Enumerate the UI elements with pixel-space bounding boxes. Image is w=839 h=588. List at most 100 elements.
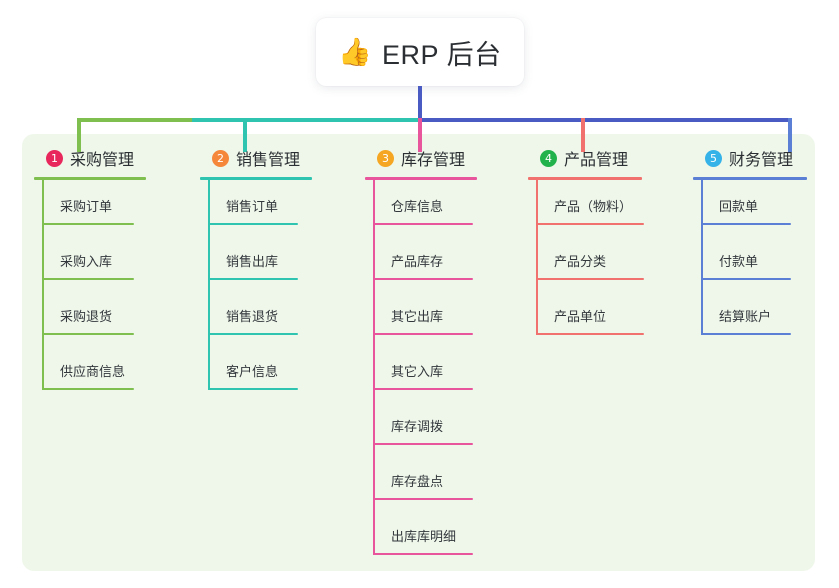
branch-item[interactable]: 客户信息 — [200, 345, 312, 400]
branch-body-1: 采购订单采购入库采购退货供应商信息 — [34, 180, 146, 400]
branch-item[interactable]: 回款单 — [693, 180, 807, 235]
branch-title-4: 产品管理 — [564, 152, 629, 169]
branch-item-rule — [42, 223, 134, 225]
branch-item-rule — [208, 223, 298, 225]
branch-item[interactable]: 采购退货 — [34, 290, 146, 345]
branch-item-rule — [536, 223, 644, 225]
branch-item-label: 采购退货 — [60, 309, 113, 324]
branch-spine-4 — [536, 180, 538, 335]
branch-item-label: 其它入库 — [391, 364, 444, 379]
branch-item[interactable]: 其它出库 — [365, 290, 477, 345]
branch-item[interactable]: 库存盘点 — [365, 455, 477, 510]
branch-header-1[interactable]: 1 采购管理 — [34, 145, 146, 171]
branch-head-rule-4 — [528, 177, 642, 180]
branch-item-rule — [42, 278, 134, 280]
branch-item-rule — [536, 333, 644, 335]
branch-item[interactable]: 采购订单 — [34, 180, 146, 235]
branch-column-3: 3 库存管理仓库信息产品库存其它出库其它入库库存调拨库存盘点出库库明细 — [365, 145, 477, 565]
branch-badge-icon-1: 1 — [46, 149, 63, 167]
branch-item[interactable]: 产品库存 — [365, 235, 477, 290]
branch-badge-icon-3: 3 — [377, 149, 394, 167]
branch-spine-3 — [373, 180, 375, 555]
branch-item[interactable]: 产品分类 — [528, 235, 644, 290]
branch-item-rule — [373, 223, 473, 225]
branch-item-label: 销售退货 — [226, 309, 279, 324]
branch-item-label: 采购订单 — [60, 199, 113, 214]
branch-item-label: 出库库明细 — [391, 529, 457, 544]
branch-item-rule — [373, 333, 473, 335]
branch-item-label: 产品（物料） — [554, 199, 633, 214]
branch-item[interactable]: 库存调拨 — [365, 400, 477, 455]
branch-item-rule — [373, 388, 473, 390]
branch-item[interactable]: 供应商信息 — [34, 345, 146, 400]
branch-column-2: 2 销售管理销售订单销售出库销售退货客户信息 — [200, 145, 312, 400]
branch-item-label: 供应商信息 — [60, 364, 126, 379]
branch-item-rule — [42, 333, 134, 335]
branch-head-rule-5 — [693, 177, 807, 180]
branch-item-rule — [42, 388, 134, 390]
branch-item[interactable]: 出库库明细 — [365, 510, 477, 565]
branch-item-label: 客户信息 — [226, 364, 279, 379]
branch-badge-icon-4: 4 — [540, 149, 557, 167]
branch-item-rule — [208, 278, 298, 280]
root-node[interactable]: 👍 ERP 后台 — [316, 18, 524, 86]
branch-item-label: 采购入库 — [60, 254, 113, 269]
branch-body-4: 产品（物料） 产品分类产品单位 — [528, 180, 644, 345]
branch-item-label: 销售出库 — [226, 254, 279, 269]
branch-spine-5 — [701, 180, 703, 335]
branch-badge-icon-5: 5 — [705, 149, 722, 167]
branch-item-rule — [373, 553, 473, 555]
branch-item-label: 产品分类 — [554, 254, 607, 269]
branch-item[interactable]: 产品（物料） — [528, 180, 644, 235]
branch-head-rule-1 — [34, 177, 146, 180]
branch-item-label: 库存盘点 — [391, 474, 444, 489]
branch-body-5: 回款单付款单结算账户 — [693, 180, 807, 345]
branch-item[interactable]: 销售出库 — [200, 235, 312, 290]
branch-item-label: 仓库信息 — [391, 199, 444, 214]
branch-badge-icon-2: 2 — [212, 149, 229, 167]
branch-item[interactable]: 付款单 — [693, 235, 807, 290]
branch-item[interactable]: 仓库信息 — [365, 180, 477, 235]
branch-item[interactable]: 采购入库 — [34, 235, 146, 290]
branch-item-label: 付款单 — [719, 254, 759, 269]
branch-head-rule-3 — [365, 177, 477, 180]
branch-header-3[interactable]: 3 库存管理 — [365, 145, 477, 171]
branch-item-rule — [701, 333, 791, 335]
branch-item-label: 回款单 — [719, 199, 759, 214]
branch-title-1: 采购管理 — [70, 152, 135, 169]
branch-header-4[interactable]: 4 产品管理 — [528, 145, 642, 171]
branch-item[interactable]: 其它入库 — [365, 345, 477, 400]
branch-column-5: 5 财务管理回款单付款单结算账户 — [693, 145, 807, 345]
branch-item[interactable]: 结算账户 — [693, 290, 807, 345]
branch-item-rule — [208, 388, 298, 390]
branch-item-rule — [701, 278, 791, 280]
branch-item-rule — [373, 498, 473, 500]
branch-title-3: 库存管理 — [401, 152, 466, 169]
branch-column-1: 1 采购管理采购订单采购入库采购退货供应商信息 — [34, 145, 146, 400]
branch-item-label: 销售订单 — [226, 199, 279, 214]
branch-item[interactable]: 产品单位 — [528, 290, 644, 345]
branch-item-rule — [373, 443, 473, 445]
branch-item-label: 产品单位 — [554, 309, 607, 324]
thumbs-up-icon: 👍 — [338, 36, 373, 68]
branch-item-rule — [701, 223, 791, 225]
branch-item-rule — [536, 278, 644, 280]
branch-header-5[interactable]: 5 财务管理 — [693, 145, 807, 171]
branch-head-rule-2 — [200, 177, 312, 180]
branch-item-label: 产品库存 — [391, 254, 444, 269]
root-title: ERP 后台 — [382, 39, 502, 70]
branch-header-2[interactable]: 2 销售管理 — [200, 145, 312, 171]
branch-spine-1 — [42, 180, 44, 390]
branch-item[interactable]: 销售退货 — [200, 290, 312, 345]
branch-item-label: 结算账户 — [719, 309, 772, 324]
branch-title-5: 财务管理 — [729, 152, 794, 169]
branch-body-3: 仓库信息产品库存其它出库其它入库库存调拨库存盘点出库库明细 — [365, 180, 477, 565]
branch-spine-2 — [208, 180, 210, 390]
branch-item-rule — [373, 278, 473, 280]
branch-item-label: 库存调拨 — [391, 419, 444, 434]
branch-item-rule — [208, 333, 298, 335]
branch-title-2: 销售管理 — [236, 152, 301, 169]
branch-body-2: 销售订单销售出库销售退货客户信息 — [200, 180, 312, 400]
branch-item[interactable]: 销售订单 — [200, 180, 312, 235]
